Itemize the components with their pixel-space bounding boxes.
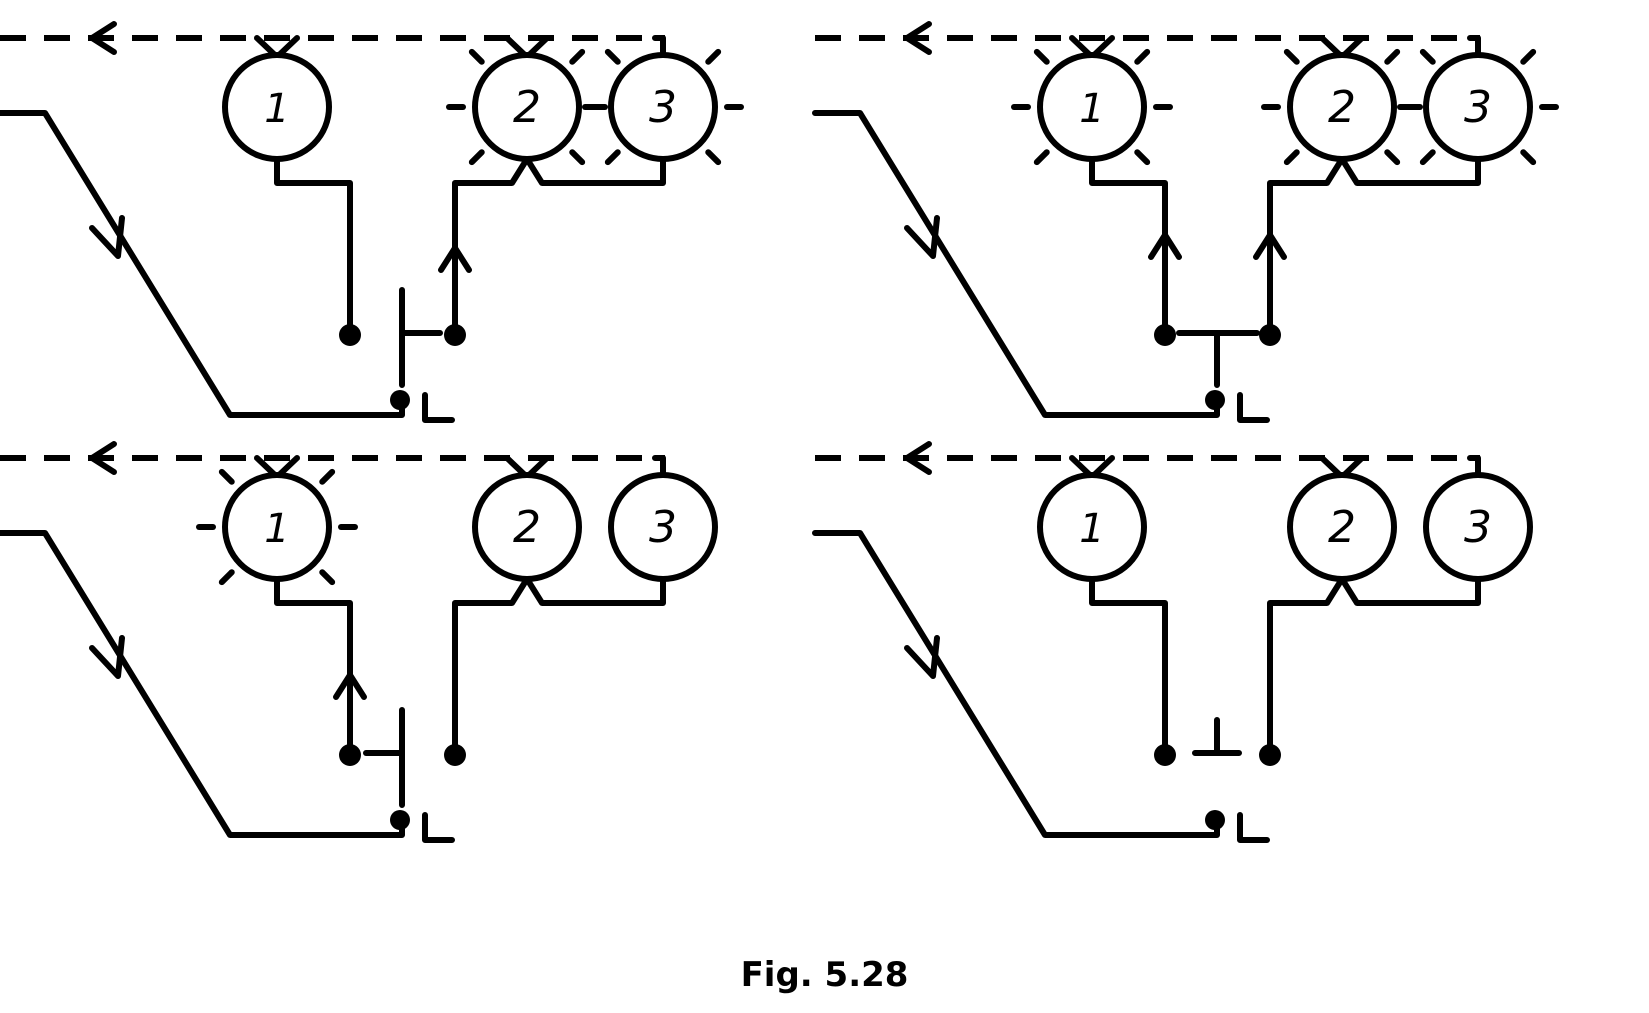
terminal-l-mark <box>422 812 455 843</box>
lamp-3-glow-ray <box>604 48 621 65</box>
lamp-1-glow-ray <box>1134 149 1151 166</box>
terminal-l-dot <box>390 390 410 410</box>
lamp-2-label: 2 <box>513 82 541 133</box>
panel-bottom-right: 1 2 3 <box>812 441 1533 843</box>
switch-blade <box>1192 717 1242 756</box>
lamp-3-glow-ray <box>1520 149 1537 166</box>
lamp-1-glow-ray <box>319 468 336 485</box>
lamp-1-label: 1 <box>1079 506 1104 552</box>
contact-1-dot <box>1154 324 1176 346</box>
current-arrow <box>333 672 367 700</box>
contact-2-dot <box>1259 324 1281 346</box>
lamp1-lead <box>274 576 353 756</box>
lamp-2-glow-ray <box>1384 149 1401 166</box>
lamp-2-glow-ray <box>1283 149 1300 166</box>
lamp-1-label: 1 <box>264 86 289 132</box>
return-arrow <box>904 441 932 475</box>
contact-2-dot <box>1259 744 1281 766</box>
supply-wire <box>812 530 1220 838</box>
supply-arrow <box>89 635 125 679</box>
lamp-3-label: 3 <box>649 502 677 553</box>
lamp-2-label: 2 <box>1328 82 1356 133</box>
lamp-2-label: 2 <box>1328 502 1356 553</box>
lamp3-top-lead <box>652 455 666 480</box>
figure-caption: Fig. 5.28 <box>740 955 909 995</box>
lamp-2-label: 2 <box>513 502 541 553</box>
current-arrow <box>438 245 472 273</box>
lamp-3-glow-ray <box>705 149 722 166</box>
supply-wire <box>0 530 405 838</box>
lamp-3-label: 3 <box>649 82 677 133</box>
lamp3-top-lead <box>1467 35 1481 60</box>
lamp23-lead <box>452 156 666 336</box>
terminal-l-dot <box>390 810 410 830</box>
lamp-2-glow-ray <box>1384 48 1401 65</box>
lamp23-lead <box>452 576 666 756</box>
lamp1-lead <box>1089 576 1168 756</box>
lamp-2-glow-ray <box>468 48 485 65</box>
switch-blade <box>363 707 405 808</box>
return-arrow <box>904 21 932 55</box>
lamp3-top-lead <box>1467 455 1481 480</box>
terminal-l-mark <box>1237 392 1270 423</box>
lamp-3-glow-ray <box>1520 48 1537 65</box>
lamp-2-glow-ray <box>1283 48 1300 65</box>
lamp-1-label: 1 <box>264 506 289 552</box>
lamp1-lead <box>1089 156 1168 336</box>
supply-arrow <box>904 635 940 679</box>
lamp-1-glow-ray <box>1033 48 1050 65</box>
lamp-1-glow-ray <box>1134 48 1151 65</box>
lamp-1-glow-ray <box>319 569 336 586</box>
panel-top-right: 1 2 3 <box>812 21 1559 423</box>
contact-1-dot <box>339 324 361 346</box>
lamp-2-glow-ray <box>569 48 586 65</box>
lamp-3-glow-ray <box>1419 48 1436 65</box>
lamp-1-glow-ray <box>218 569 235 586</box>
lamp-3-label: 3 <box>1464 502 1492 553</box>
lamp3-top-lead <box>652 35 666 60</box>
lamp-3-glow-ray <box>705 48 722 65</box>
lamp-3-glow-ray <box>1419 149 1436 166</box>
supply-arrow <box>89 215 125 259</box>
lamp23-lead <box>1267 576 1481 756</box>
terminal-l-mark <box>1237 812 1270 843</box>
terminal-l-dot <box>1205 810 1225 830</box>
terminal-l-dot <box>1205 390 1225 410</box>
return-arrow <box>89 21 117 55</box>
lamp-2-glow-ray <box>468 149 485 166</box>
lamp-3-label: 3 <box>1464 82 1492 133</box>
panel-top-left: 1 2 3 <box>0 21 744 423</box>
switch-blade <box>399 287 443 388</box>
switch-blade <box>1176 330 1260 388</box>
lamp1-lead <box>274 156 353 336</box>
current-arrow-1 <box>1148 232 1182 260</box>
lamp-1-glow-ray <box>218 468 235 485</box>
current-arrow-2 <box>1253 232 1287 260</box>
lamp23-lead <box>1267 156 1481 336</box>
lamp-2-glow-ray <box>569 149 586 166</box>
panel-bottom-left: 1 2 3 <box>0 441 718 843</box>
lamp-3-glow-ray <box>604 149 621 166</box>
supply-arrow <box>904 215 940 259</box>
contact-2-dot <box>444 744 466 766</box>
lamp-1-glow-ray <box>1033 149 1050 166</box>
return-arrow <box>89 441 117 475</box>
supply-wire <box>0 110 405 418</box>
supply-wire <box>812 110 1220 418</box>
terminal-l-mark <box>422 392 455 423</box>
contact-1-dot <box>1154 744 1176 766</box>
lamp-1-label: 1 <box>1079 86 1104 132</box>
contact-2-dot <box>444 324 466 346</box>
contact-1-dot <box>339 744 361 766</box>
